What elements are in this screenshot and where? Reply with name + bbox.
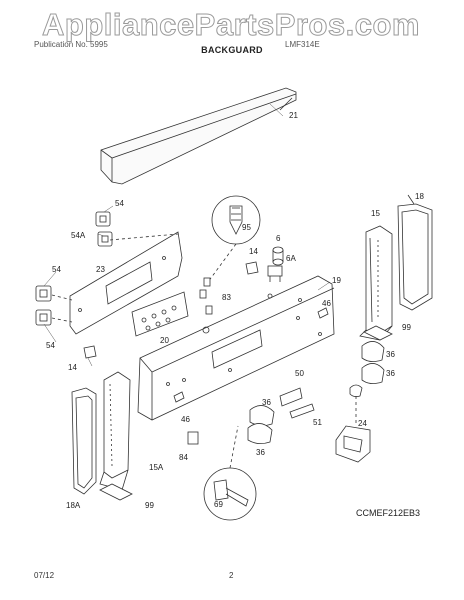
part-15-bracket (359, 225, 393, 341)
part-46-screw-left (173, 391, 185, 403)
part-95-detail (211, 195, 261, 245)
part-23-panel (69, 231, 183, 335)
publication-number: Publication No. 5995 (34, 40, 108, 49)
part-99-bracket-lower (99, 483, 133, 501)
label-36-b: 36 (386, 369, 395, 378)
part-14-clip-lower (83, 345, 97, 359)
label-36-a: 36 (386, 350, 395, 359)
model-number: LMF314E (285, 40, 320, 49)
page-number: 2 (229, 571, 234, 580)
label-18A: 18A (66, 501, 81, 510)
label-46-left: 46 (181, 415, 190, 424)
label-46-right: 46 (322, 299, 331, 308)
diagram-code: CCMEF212EB3 (356, 508, 421, 518)
part-20-control-board (131, 291, 189, 337)
label-14-upper: 14 (249, 247, 258, 256)
label-21: 21 (289, 111, 298, 120)
label-6: 6 (276, 234, 281, 243)
part-24-switch-box (335, 425, 371, 463)
part-54-clips-lower (35, 285, 52, 326)
label-15A: 15A (149, 463, 164, 472)
label-36-c: 36 (262, 398, 271, 407)
label-84: 84 (179, 453, 188, 462)
label-24: 24 (358, 419, 367, 428)
part-18A-endcap (71, 387, 97, 495)
section-title: BACKGUARD (201, 45, 263, 55)
label-20: 20 (160, 336, 169, 345)
label-6A: 6A (286, 254, 296, 263)
label-19: 19 (332, 276, 341, 285)
part-83-clips (199, 277, 213, 315)
part-36-knobs-center (247, 405, 275, 444)
part-99-bracket-upper (363, 325, 393, 341)
label-50: 50 (295, 369, 304, 378)
label-83: 83 (222, 293, 231, 302)
watermark-logo: AppliancePartsPros.com (42, 7, 420, 43)
part-19-backguard (137, 275, 335, 421)
part-69-detail (203, 467, 257, 521)
label-18: 18 (415, 192, 424, 201)
label-14-lower: 14 (68, 363, 77, 372)
label-54-left-upper: 54 (52, 265, 61, 274)
part-84-block (187, 431, 199, 445)
part-46-screw-right (317, 307, 329, 319)
part-50-bracket (279, 387, 303, 407)
label-99-upper: 99 (402, 323, 411, 332)
part-18-endcap (397, 203, 433, 311)
part-51-strip (289, 403, 315, 419)
label-54-upper: 54 (115, 199, 124, 208)
label-23: 23 (96, 265, 105, 274)
part-21-trim (100, 87, 297, 185)
label-54A: 54A (71, 231, 86, 240)
part-54-clips-upper (95, 211, 113, 247)
part-36-knobs-right (361, 341, 385, 384)
label-95: 95 (242, 223, 251, 232)
part-14-clip-upper (245, 261, 259, 275)
part-6-knob (272, 246, 284, 266)
label-36-d: 36 (256, 448, 265, 457)
label-54-left-lower: 54 (46, 341, 55, 350)
part-15A-bracket (99, 371, 131, 491)
part-6A-switch (267, 265, 283, 282)
label-15: 15 (371, 209, 380, 218)
footer-date: 07/12 (34, 571, 55, 580)
label-99-lower: 99 (145, 501, 154, 510)
label-51: 51 (313, 418, 322, 427)
label-69: 69 (214, 500, 223, 509)
